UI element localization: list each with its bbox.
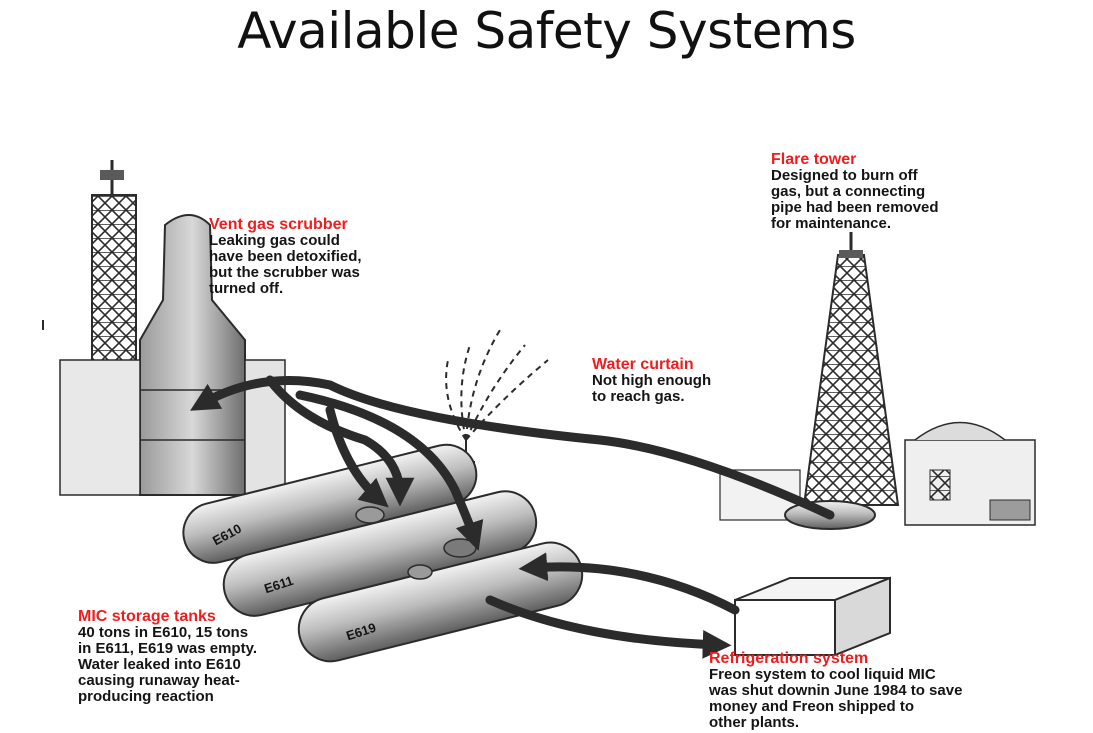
callout-heading: Vent gas scrubber [209, 216, 348, 233]
callout-flare-tower: Flare tower Designed to burn off gas, bu… [771, 151, 939, 232]
callout-heading: Flare tower [771, 151, 857, 168]
callout-body: 40 tons in E610, 15 tons in E611, E619 w… [78, 624, 257, 705]
flare-tower [802, 232, 900, 506]
callout-body: Designed to burn off gas, but a connecti… [771, 167, 939, 232]
callout-refrigeration-system: Refrigeration system Freon system to coo… [709, 650, 1093, 731]
flow-arrows [190, 375, 835, 659]
refrigeration-unit [734, 576, 891, 657]
callout-heading: Water curtain [592, 356, 694, 373]
callout-vent-gas-scrubber: Vent gas scrubber Leaking gas could have… [209, 216, 362, 297]
callout-body: Not high enough to reach gas. [592, 372, 712, 405]
callout-mic-storage-tanks: MIC storage tanks 40 tons in E610, 15 to… [78, 608, 257, 705]
callout-body: Freon system to cool liquid MIC was shut… [709, 666, 963, 731]
slide-title: Available Safety Systems [237, 2, 856, 60]
callout-heading: MIC storage tanks [78, 608, 216, 625]
callout-water-curtain: Water curtain Not high enough to reach g… [592, 356, 711, 405]
callout-heading: Refrigeration system [709, 650, 869, 667]
callout-body: Leaking gas could have been detoxified, … [209, 232, 362, 297]
